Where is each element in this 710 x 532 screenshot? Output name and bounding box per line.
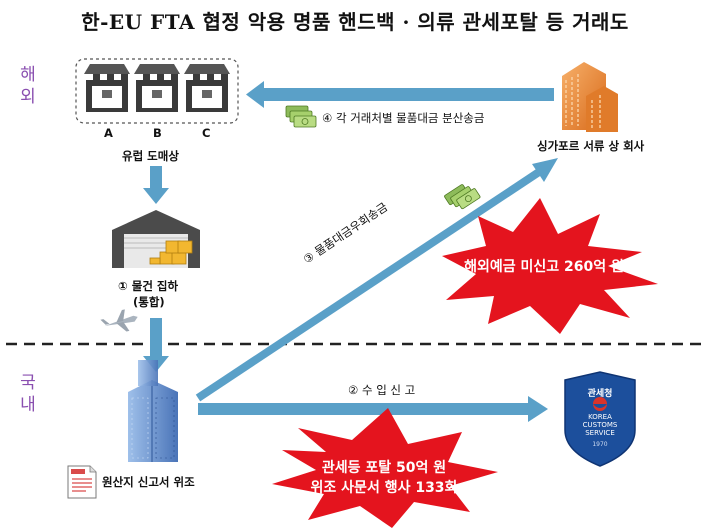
burst-overseas-deposit-text: 해외예금 미신고 260억 원 [464,259,624,275]
store-icon-c [184,64,230,112]
customs-badge-icon [564,371,636,467]
customs-badge-line3: SERVICE [585,429,615,437]
money-icon [285,105,317,128]
arrow-step4-remittance [246,81,554,108]
page-title: 한-EU FTA 협정 악용 명품 핸드백 · 의류 관세포탈 등 거래도 [81,10,629,34]
certificate-document-icon [67,465,97,499]
airplane-icon [100,309,138,332]
arrow-stores-to-warehouse [143,166,169,204]
arrow-step2-import-declaration [198,396,548,422]
store-caption: 유럽 도매상 [122,149,179,163]
origin-doc-label: 원산지 신고서 위조 [102,475,195,489]
singapore-company-icon [562,62,618,132]
store-label-b: B [153,126,162,140]
money-icon [444,184,481,210]
burst-tariff-line1: 관세등 포탈 50억 원 [321,460,447,476]
burst-tariff-evasion [272,408,498,528]
warehouse-icon [112,210,200,268]
store-icon-b [134,64,180,112]
burst-overseas-deposit [442,198,658,334]
customs-badge-line2: CUSTOMS [582,421,618,429]
customs-badge-year: 1970 [592,441,608,448]
region-label-overseas: 해외 [20,65,36,107]
store-group-box [75,58,239,124]
warehouse-label-line1: ① 물건 집하 [118,279,179,293]
importer-building-icon [128,360,178,462]
customs-badge-line1: KOREA [588,413,612,421]
store-label-c: C [202,126,211,140]
step2-label: ② 수 입 신 고 [348,383,416,397]
customs-badge-top: 관세청 [587,389,613,399]
store-label-a: A [104,126,113,140]
store-icon-a [84,64,130,112]
arrow-step3-detour-remittance [195,158,558,402]
region-label-domestic: 국내 [20,373,36,415]
burst-tariff-line2: 위조 사문서 행사 133회 [310,480,458,496]
singapore-company-label: 싱가포르 서류 상 회사 [537,139,645,153]
step4-label: ④ 각 거래처별 물품대금 분산송금 [322,111,485,125]
warehouse-label-line2: (통합) [133,295,165,309]
